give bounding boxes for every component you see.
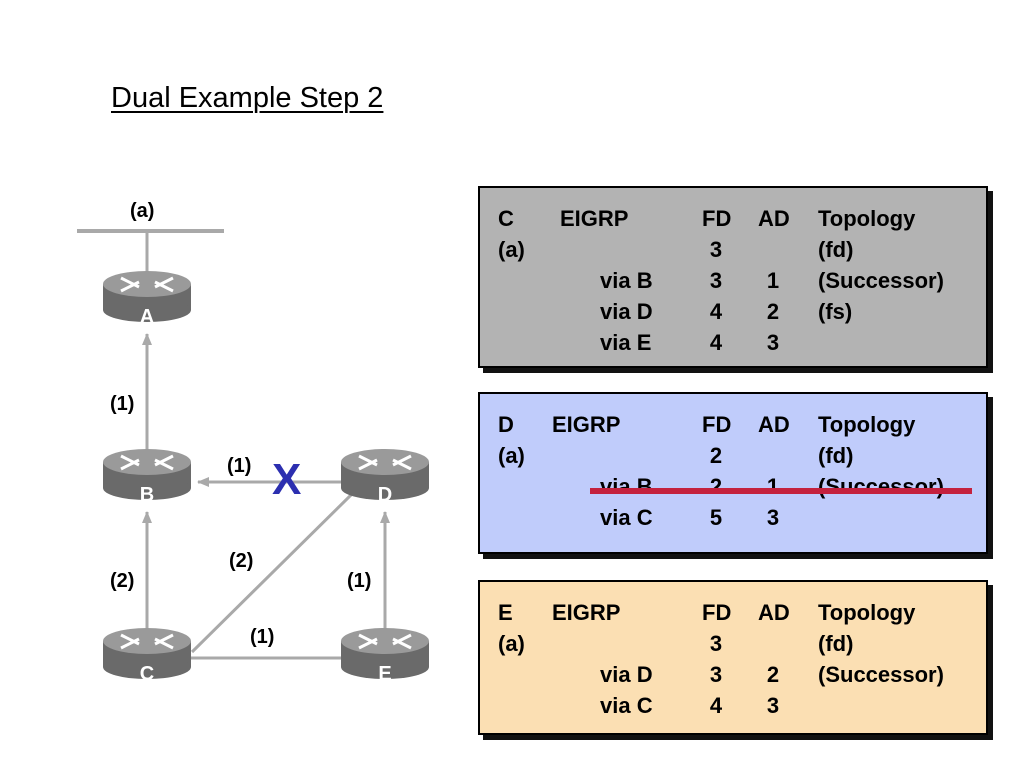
table-node: D xyxy=(498,412,514,437)
route-via: via B xyxy=(600,474,653,499)
route-fd: 5 xyxy=(709,505,723,530)
router-b-label: B xyxy=(139,484,155,506)
fd-header: FD xyxy=(702,600,732,625)
route-fd: 4 xyxy=(709,299,723,324)
route-fd: 4 xyxy=(709,330,723,355)
route-fd: 3 xyxy=(709,268,723,293)
metric-c-d: (2) xyxy=(229,550,254,572)
route-status: (Successor) xyxy=(818,268,944,293)
strikethrough-line xyxy=(590,488,972,494)
router-c-label: C xyxy=(139,663,155,685)
topology-table-d: D EIGRP FD AD Topology (a) 2 (fd) via B … xyxy=(478,392,988,554)
metric-a-b: (1) xyxy=(110,393,135,415)
route-ad: 3 xyxy=(766,505,780,530)
ad-header: AD xyxy=(758,206,790,231)
table-protocol: EIGRP xyxy=(552,600,621,625)
page-title: Dual Example Step 2 xyxy=(111,82,384,114)
route-status: (Successor) xyxy=(818,662,944,687)
network-label: (a) xyxy=(130,200,155,222)
link-c-d xyxy=(190,492,354,654)
route-ad: 1 xyxy=(766,474,780,499)
route-ad: 1 xyxy=(766,268,780,293)
topology-header: Topology xyxy=(818,600,916,625)
dest-fd: 2 xyxy=(709,443,723,468)
route-fd: 4 xyxy=(709,693,723,718)
table-node: C xyxy=(498,206,514,231)
route-via: via C xyxy=(600,693,653,718)
dest-topology: (fd) xyxy=(818,443,854,468)
metric-b-d: (1) xyxy=(227,455,252,477)
link-failure-x-icon: X xyxy=(272,455,302,504)
dest-topology: (fd) xyxy=(818,237,854,262)
table-protocol: EIGRP xyxy=(560,206,629,231)
route-via: via D xyxy=(600,662,653,687)
topology-table-c: C EIGRP FD AD Topology (a) 3 (fd) via B … xyxy=(478,186,988,368)
route-status: (fs) xyxy=(818,299,853,324)
router-d-label: D xyxy=(377,484,393,506)
topology-table-e: E EIGRP FD AD Topology (a) 3 (fd) via D … xyxy=(478,580,988,735)
router-a-label: A xyxy=(139,306,155,328)
route-status: (Successor) xyxy=(818,474,944,499)
route-via: via B xyxy=(600,268,653,293)
route-via: via E xyxy=(600,330,652,355)
dest-topology: (fd) xyxy=(818,631,854,656)
route-via: via C xyxy=(600,505,653,530)
route-ad: 2 xyxy=(766,299,780,324)
metric-c-e: (1) xyxy=(250,626,275,648)
dest-fd: 3 xyxy=(709,631,723,656)
route-ad: 3 xyxy=(766,330,780,355)
fd-header: FD xyxy=(702,206,732,231)
dest-fd: 3 xyxy=(709,237,723,262)
metric-b-c: (2) xyxy=(110,570,135,592)
route-ad: 2 xyxy=(766,662,780,687)
dest-name: (a) xyxy=(498,631,525,656)
dest-name: (a) xyxy=(498,237,525,262)
route-fd: 3 xyxy=(709,662,723,687)
metric-d-e: (1) xyxy=(347,570,372,592)
route-fd: 2 xyxy=(709,474,723,499)
topology-header: Topology xyxy=(818,412,916,437)
ad-header: AD xyxy=(758,412,790,437)
table-protocol: EIGRP xyxy=(552,412,621,437)
route-via: via D xyxy=(600,299,653,324)
fd-header: FD xyxy=(702,412,732,437)
topology-header: Topology xyxy=(818,206,916,231)
table-node: E xyxy=(498,600,513,625)
ad-header: AD xyxy=(758,600,790,625)
route-ad: 3 xyxy=(766,693,780,718)
dest-name: (a) xyxy=(498,443,525,468)
router-e-label: E xyxy=(378,663,392,685)
